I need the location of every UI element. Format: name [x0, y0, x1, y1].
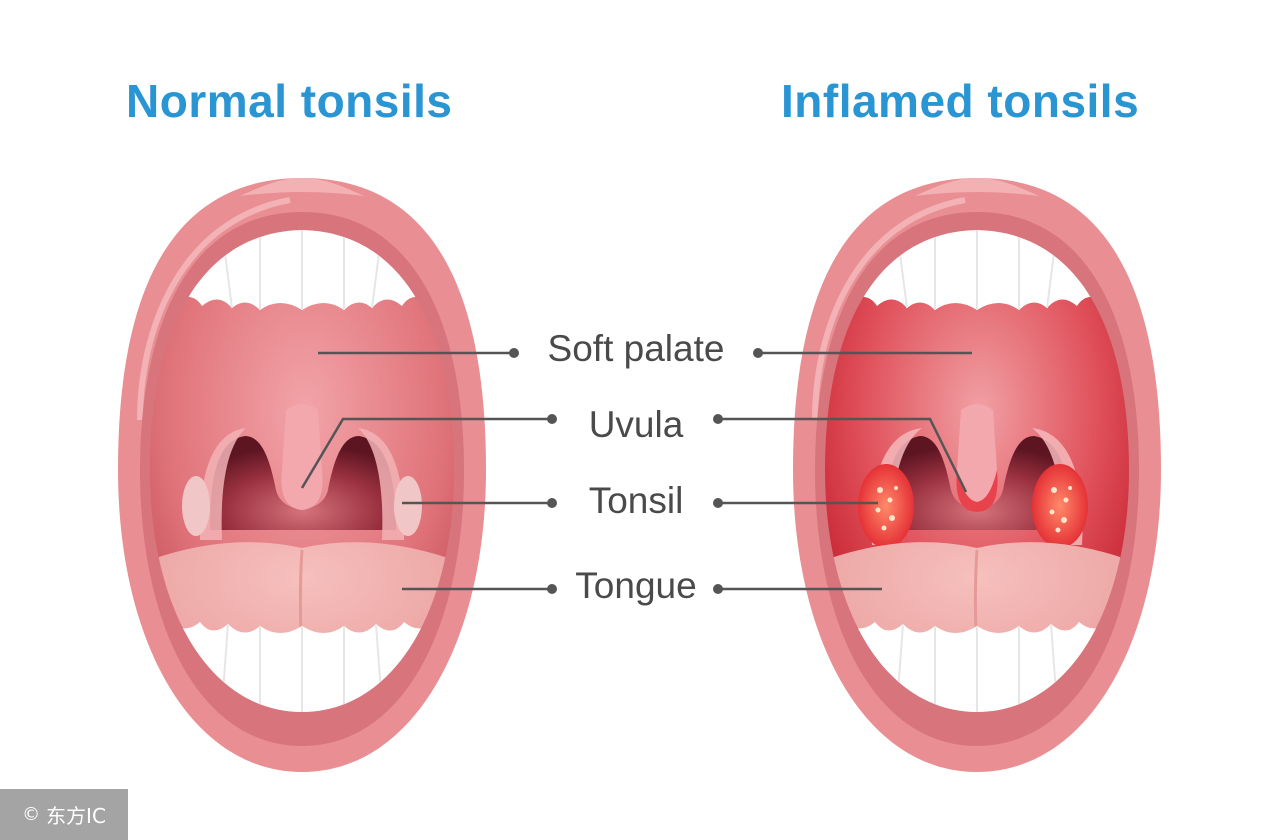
- leader-uvula-right: [718, 417, 968, 493]
- label-soft-palate: Soft palate: [547, 328, 725, 369]
- tonsil-left-inflamed: [858, 464, 914, 548]
- tonsil-right-inflamed: [1032, 464, 1088, 548]
- uvula-normal: [281, 404, 323, 510]
- watermark-text: 东方IC: [46, 804, 106, 828]
- pus-spots: [875, 486, 1072, 533]
- leader-lines: [300, 351, 972, 591]
- title-inflamed-tonsils: Inflamed tonsils: [781, 75, 1140, 127]
- tonsil-left-normal: [182, 476, 210, 536]
- copyright-icon: ©: [22, 804, 41, 825]
- leader-dots: [509, 348, 763, 594]
- leader-uvula-left: [300, 417, 552, 489]
- label-tonsil: Tonsil: [588, 480, 684, 521]
- watermark: © 东方IC: [0, 789, 128, 840]
- mouth-inflamed: [793, 178, 1161, 772]
- tonsil-right-normal: [394, 476, 422, 536]
- label-tongue: Tongue: [575, 565, 697, 606]
- throat-inflamed: [885, 436, 1071, 530]
- throat-normal: [210, 436, 396, 530]
- mouth-normal: [118, 178, 486, 772]
- label-uvula: Uvula: [588, 404, 684, 445]
- title-normal-tonsils: Normal tonsils: [126, 75, 453, 127]
- uvula-inflamed: [956, 404, 998, 512]
